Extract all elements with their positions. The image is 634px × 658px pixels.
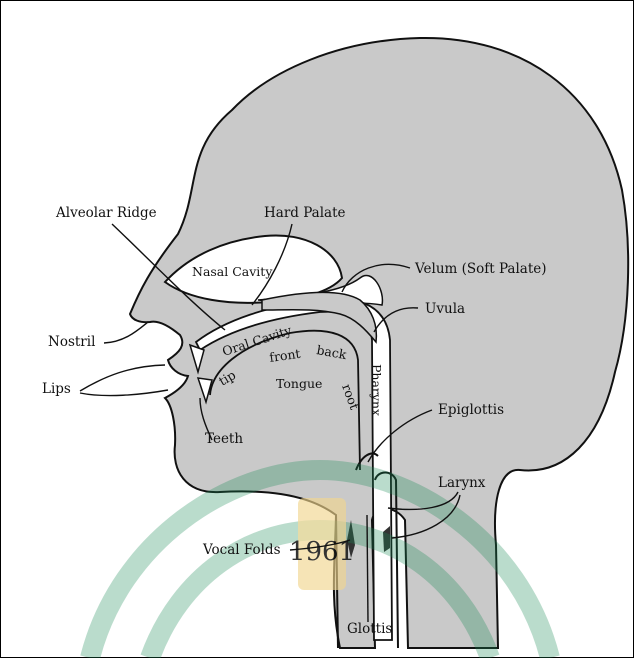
label-alveolar-ridge: Alveolar Ridge — [55, 205, 157, 221]
label-nasal-cavity: Nasal Cavity — [192, 264, 273, 279]
label-tongue: Tongue — [276, 376, 322, 391]
label-larynx: Larynx — [438, 475, 486, 491]
leader-nostril — [104, 322, 148, 343]
leader-lips-upper — [80, 365, 165, 391]
label-uvula: Uvula — [425, 301, 465, 317]
label-glottis: Glottis — [347, 621, 392, 637]
leader-glottis — [367, 515, 368, 622]
label-lips: Lips — [42, 381, 71, 397]
label-pharynx: Pharynx — [369, 364, 384, 416]
leader-lips-lower — [80, 390, 168, 396]
label-epiglottis: Epiglottis — [438, 402, 504, 418]
label-vocal-folds: Vocal Folds — [202, 542, 281, 558]
label-hard-palate: Hard Palate — [264, 205, 346, 221]
label-nostril: Nostril — [48, 334, 95, 350]
label-velum: Velum (Soft Palate) — [414, 261, 547, 277]
label-teeth: Teeth — [205, 431, 243, 447]
